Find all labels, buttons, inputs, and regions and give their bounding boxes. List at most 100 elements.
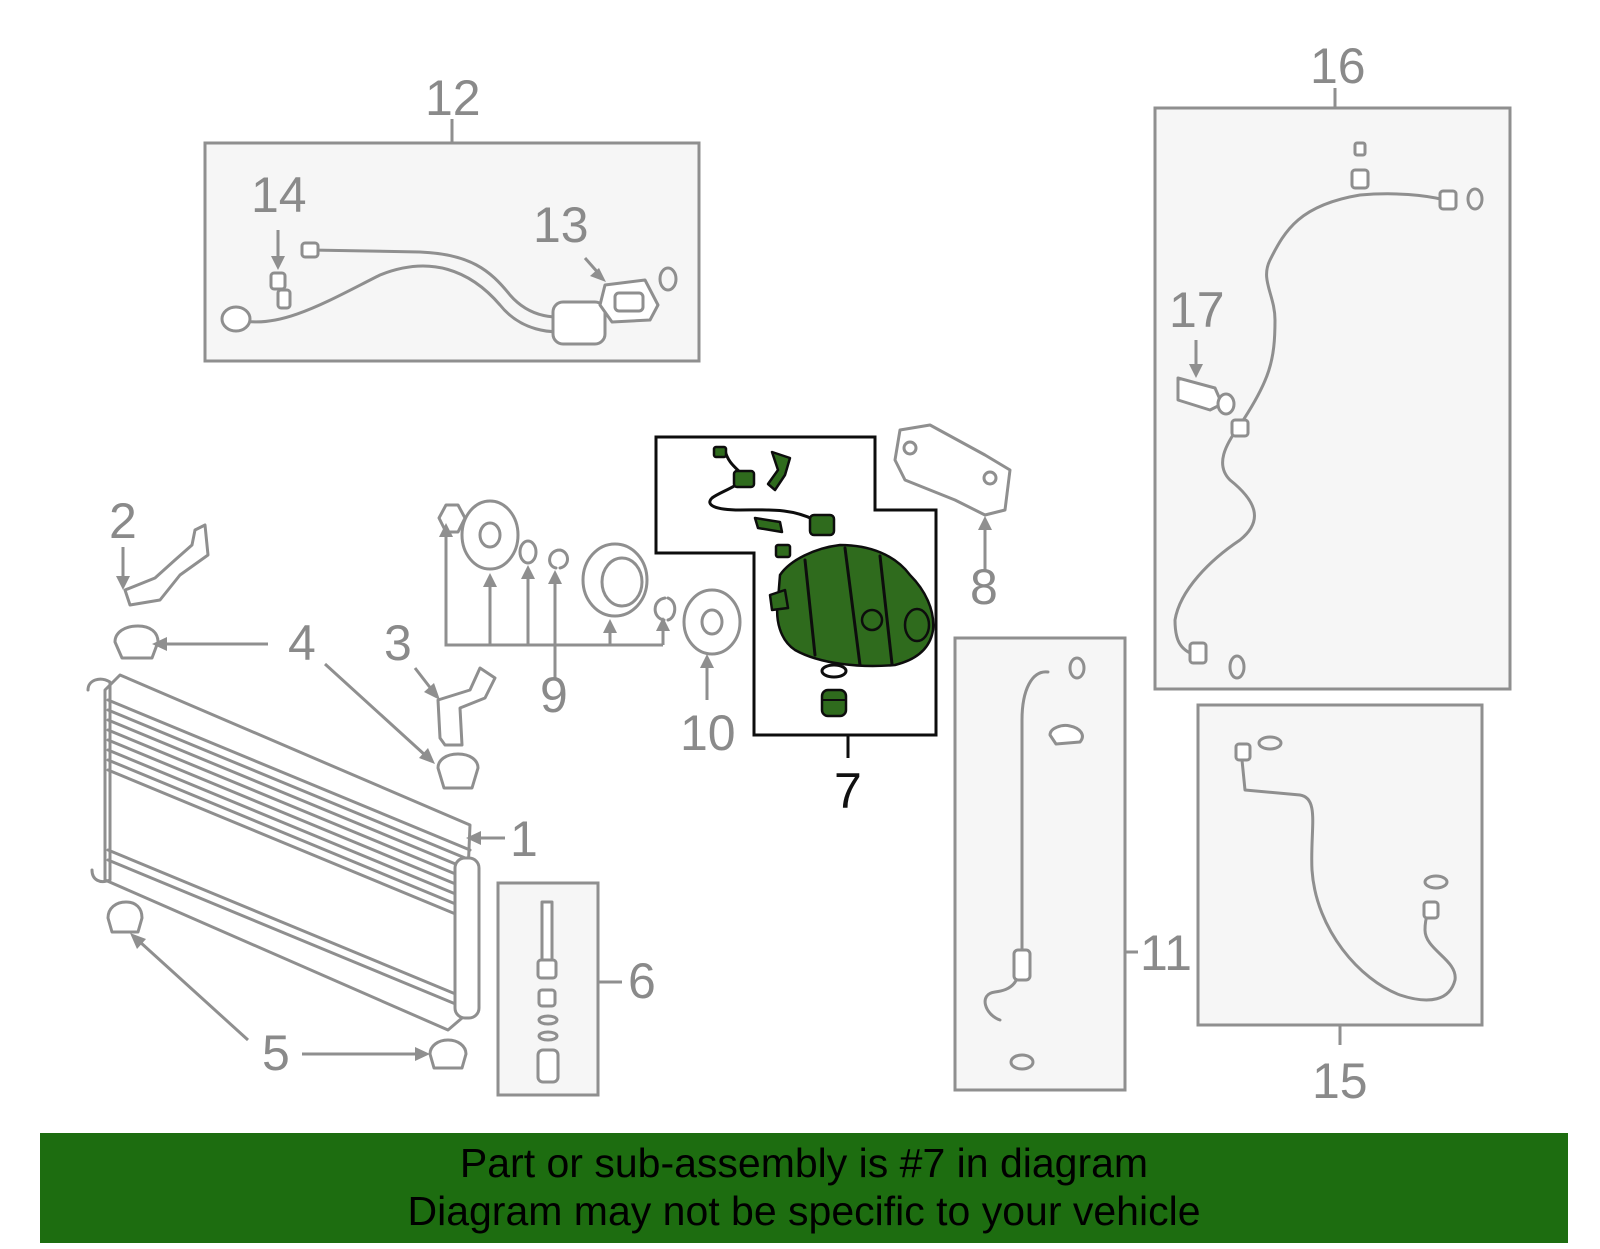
part-7-rib-2	[843, 546, 862, 667]
callout-3[interactable]: 3	[384, 615, 412, 671]
part-6-plug	[537, 988, 557, 1008]
part-10-field-coil	[682, 588, 742, 656]
callout-7[interactable]: 7	[834, 763, 862, 819]
part-8-hole-1	[902, 440, 918, 456]
part-6-filter-end	[536, 958, 558, 980]
callout-15[interactable]: 15	[1312, 1053, 1368, 1109]
part-3-arrow	[424, 683, 440, 700]
part-17-switch-tip	[1216, 392, 1236, 416]
part-16-fitting-end	[1438, 189, 1458, 211]
part-15-hose-group[interactable]	[1196, 703, 1484, 1045]
part-6-o-ring-1	[537, 1014, 559, 1026]
part-13-arrow	[590, 268, 606, 282]
part-14-arrow	[271, 256, 285, 270]
part-6-cap	[536, 1048, 560, 1084]
part-11-liquid-line-group[interactable]	[953, 636, 1138, 1092]
part-11-box	[953, 636, 1127, 1092]
part-1-condenser-fins	[106, 698, 472, 1012]
part-16-o-ring-bottom	[1228, 654, 1246, 680]
part-7-bolt	[774, 543, 792, 559]
part-17-switch-group[interactable]	[1176, 340, 1236, 416]
part-9-pressure-plate	[460, 499, 520, 571]
part-14-valve-group[interactable]	[269, 230, 287, 291]
part-15-o-ring-top	[1257, 735, 1283, 751]
part-7-clip	[712, 445, 728, 459]
part-7-compressor-group[interactable]	[654, 435, 938, 758]
part-12-port	[276, 288, 292, 310]
part-6-filter-tube	[540, 900, 554, 962]
callout-4[interactable]: 4	[288, 615, 316, 671]
part-1-condenser-group[interactable]	[86, 673, 505, 1032]
part-15-fitting-top	[1234, 742, 1252, 762]
part-15-o-ring-end	[1423, 874, 1449, 890]
callout-13[interactable]: 13	[533, 197, 589, 253]
part-7-rib-1	[803, 558, 817, 657]
part-16-service-port	[1350, 168, 1370, 190]
part-12-block-fitting	[551, 300, 607, 346]
part-5-cushion-left	[106, 900, 144, 934]
part-13-gasket-inner	[613, 291, 645, 313]
part-7-connector-c	[808, 513, 836, 537]
callout-10[interactable]: 10	[680, 705, 736, 761]
part-4-arrow-a	[152, 637, 167, 651]
part-5-cushion-group[interactable]	[106, 900, 468, 1070]
part-7-rib-3	[878, 554, 894, 666]
part-12-hose-assembly-group[interactable]	[203, 119, 701, 363]
part-9-snap-ring	[548, 548, 569, 570]
part-3-bracket	[436, 666, 497, 747]
part-9-clutch-group[interactable]	[437, 499, 677, 680]
part-9-shim	[518, 539, 538, 565]
callout-11[interactable]: 11	[1140, 925, 1192, 981]
part-3-bracket-group[interactable]	[413, 666, 497, 747]
part-5-arrow-b	[415, 1047, 430, 1061]
part-11-fitting	[1012, 948, 1032, 982]
part-7-compressor-body	[776, 543, 935, 668]
callout-1[interactable]: 1	[510, 811, 538, 867]
callout-14[interactable]: 14	[251, 167, 307, 223]
part-9-snap-ring-2	[653, 596, 677, 622]
part-12-fitting-top	[300, 241, 320, 259]
part-12-pipe	[238, 264, 577, 334]
part-12-box	[203, 141, 701, 363]
part-9-plate-hub	[478, 521, 502, 549]
part-9-bracket-line	[444, 535, 663, 647]
part-6-o-ring-2	[537, 1030, 559, 1042]
part-9-arrow-snap	[548, 570, 562, 584]
callout-16[interactable]: 16	[1310, 38, 1366, 94]
part-16-o-ring-top	[1466, 187, 1484, 211]
part-7-relief-valve	[820, 688, 848, 718]
part-11-o-ring-bottom	[1009, 1053, 1035, 1071]
part-4-arrow-b	[419, 748, 435, 764]
callout-12[interactable]: 12	[425, 70, 481, 126]
part-16-fitting-bottom	[1188, 641, 1208, 665]
callout-5[interactable]: 5	[262, 1025, 290, 1081]
part-12-fitting-left	[220, 305, 252, 333]
part-13-gasket-group[interactable]	[583, 257, 678, 324]
part-8-bracket-group[interactable]	[893, 423, 1012, 570]
part-9-arrow-nut	[439, 523, 453, 537]
part-7-port-mid	[860, 608, 884, 632]
part-8-hole-2	[982, 470, 998, 486]
callout-8[interactable]: 8	[970, 559, 998, 615]
part-10-coil-group[interactable]	[682, 588, 742, 700]
part-9-arrow-pulley	[603, 619, 617, 633]
banner-line-2: Diagram may not be specific to your vehi…	[407, 1188, 1201, 1234]
part-6-desiccant-group[interactable]	[496, 881, 622, 1097]
callout-2[interactable]: 2	[109, 493, 137, 549]
part-4-cushion-lower	[436, 752, 480, 790]
part-13-o-ring	[658, 266, 678, 292]
part-2-bracket	[123, 523, 210, 607]
callout-6[interactable]: 6	[628, 953, 656, 1009]
part-4-cushion-group[interactable]	[113, 624, 480, 790]
part-2-bracket-group[interactable]	[116, 523, 210, 607]
part-10-coil-center	[700, 608, 724, 636]
info-banner: Part or sub-assembly is #7 in diagram Di…	[40, 1133, 1568, 1243]
part-15-fitting-end	[1422, 900, 1440, 920]
callout-17[interactable]: 17	[1169, 282, 1225, 338]
part-16-cap	[1353, 141, 1367, 157]
part-13-gasket	[598, 278, 660, 324]
part-11-clip	[1048, 724, 1084, 746]
part-16-clamp	[1230, 418, 1250, 438]
callout-9[interactable]: 9	[540, 667, 568, 723]
